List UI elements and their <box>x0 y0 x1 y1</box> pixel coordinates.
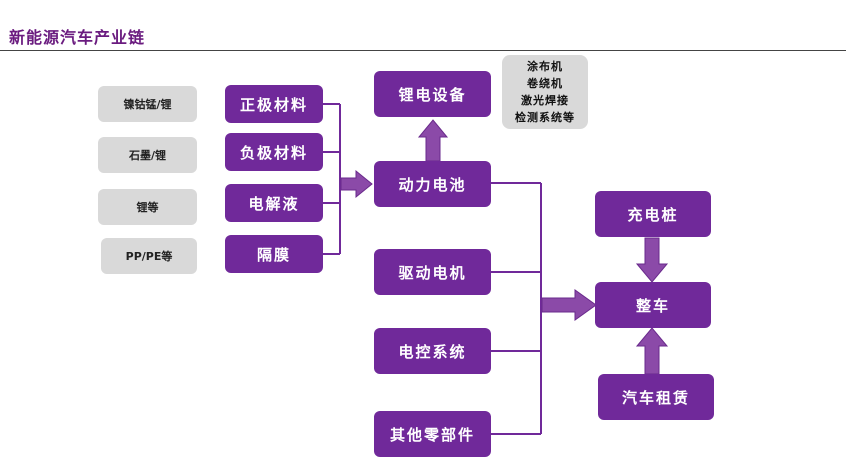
equipment-item-winder: 卷绕机 <box>527 77 563 90</box>
page-title: 新能源汽车产业链 <box>9 28 146 47</box>
raw-material-lithium: 锂等 <box>98 189 197 225</box>
vehicle-box: 整车 <box>595 282 711 328</box>
equipment-item-laser-welding: 激光焊接 <box>521 94 569 107</box>
raw-material-pp-pe: PP/PE等 <box>101 238 197 274</box>
component-drive-motor: 驱动电机 <box>374 249 491 295</box>
title-divider <box>0 50 846 51</box>
battery-material-anode: 负极材料 <box>225 133 323 171</box>
car-rental-box: 汽车租赁 <box>598 374 714 420</box>
battery-material-electrolyte: 电解液 <box>225 184 323 222</box>
component-electronic-control: 电控系统 <box>374 328 491 374</box>
equipment-item-coater: 涂布机 <box>527 60 563 73</box>
charging-pile-box: 充电桩 <box>595 191 711 237</box>
raw-material-graphite-lithium: 石墨/锂 <box>98 137 197 173</box>
lithium-equipment-box: 锂电设备 <box>374 71 491 117</box>
battery-material-separator: 隔膜 <box>225 235 323 273</box>
raw-material-nickel-cobalt-manganese-lithium: 镍钴锰/锂 <box>98 86 197 122</box>
equipment-list: 涂布机 卷绕机 激光焊接 检测系统等 <box>502 55 588 129</box>
equipment-item-inspection-system: 检测系统等 <box>515 111 575 124</box>
battery-material-cathode: 正极材料 <box>225 85 323 123</box>
component-other-parts: 其他零部件 <box>374 411 491 457</box>
component-power-battery: 动力电池 <box>374 161 491 207</box>
